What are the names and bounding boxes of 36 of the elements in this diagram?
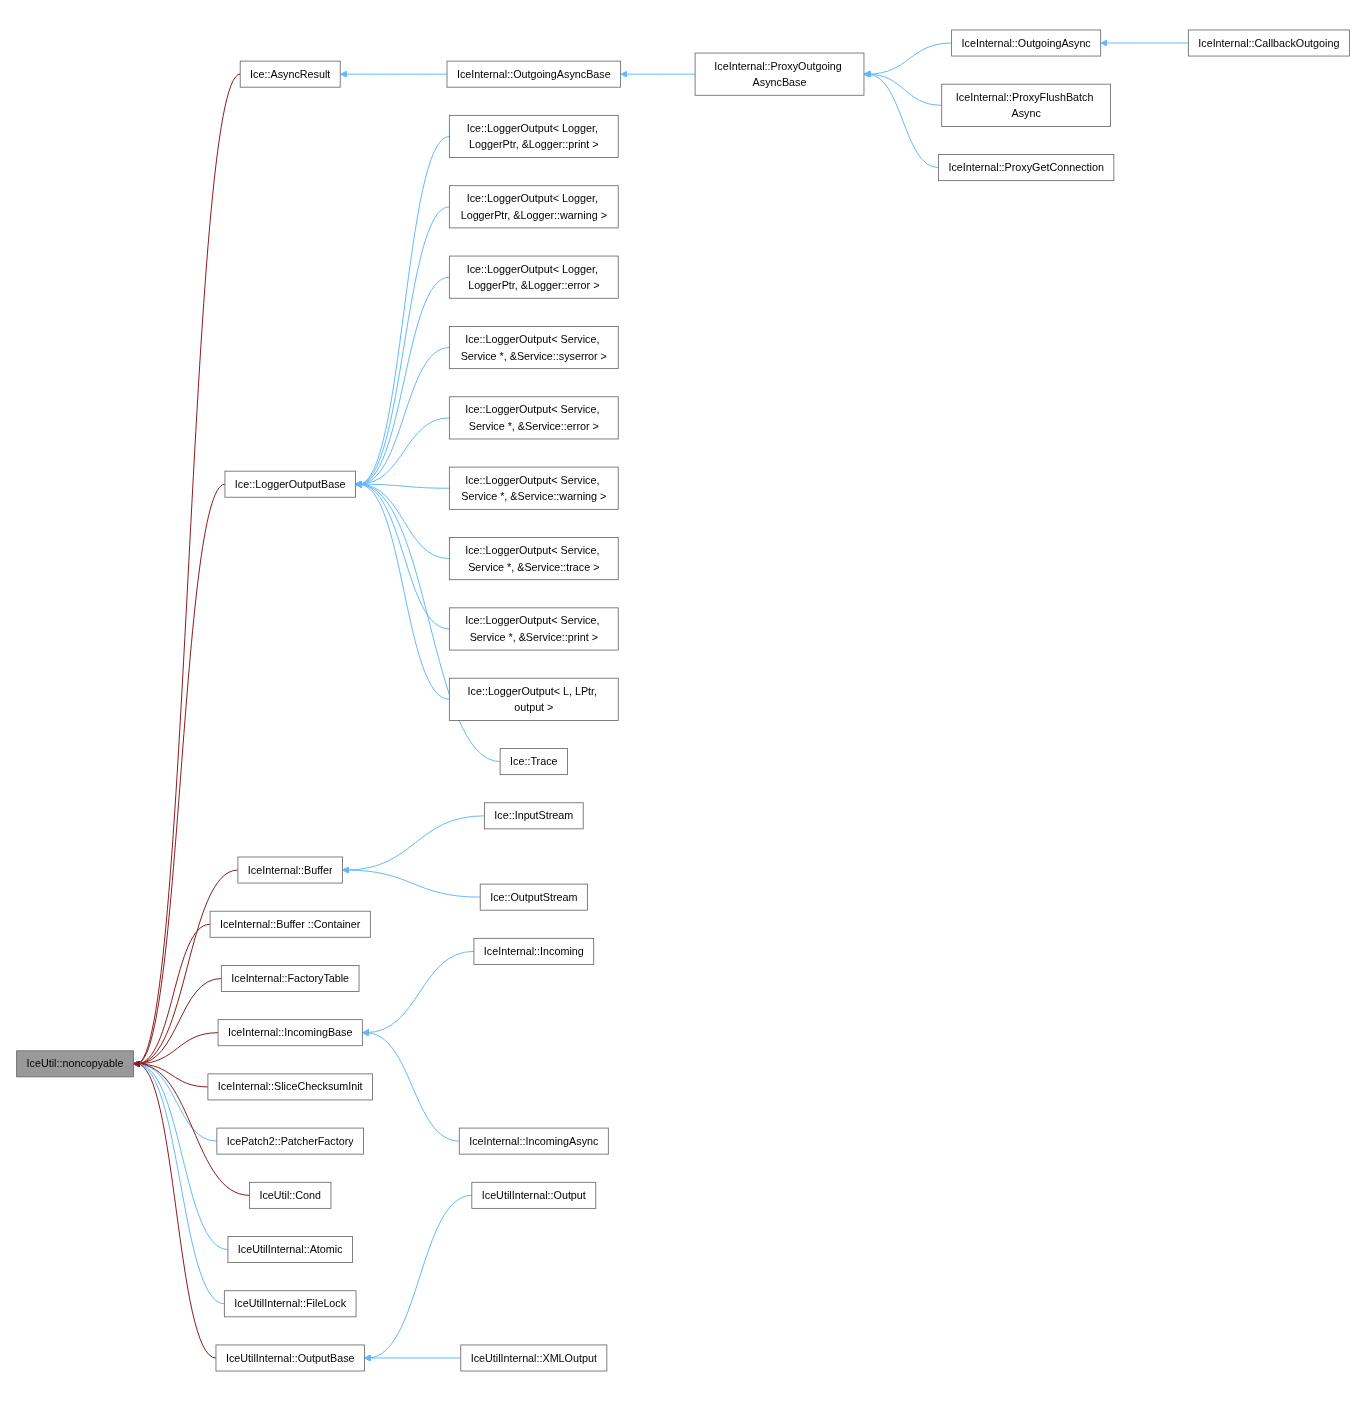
- node-box: [237, 856, 343, 884]
- node-box: [16, 1050, 134, 1078]
- node-box: [217, 1019, 363, 1047]
- node-box: [499, 748, 568, 776]
- node-box: [483, 802, 584, 830]
- node-box: [448, 326, 619, 370]
- node-box: [215, 1344, 365, 1372]
- node-box: [1187, 29, 1350, 57]
- class-inheritance-diagram: IceUtil::noncopyable Ice::AsyncResult IceInternal::OutgoingAsyncBase IceInternal::ProxyOutgoing AsyncBase IceInternal::OutgoingAsync IceInternal::CallbackOutgoing IceInternal::ProxyFlushBatch Async IceInternal::ProxyGetConnection Ice::LoggerOutputBase Ice::LoggerOutput< Logger, LoggerPtr, &Logger::print > Ice::LoggerOutput< Logger, LoggerPtr, &Logger::warning > Ice::LoggerOutput< Logger, LoggerPtr, &Logger::error > Ice::LoggerOutput< Service, Service *, &Service::syserror > Ice::LoggerOutput< Service, Service *, &Service::error > Ice::LoggerOutput< Service, Service *, &Service::warning > Ice::LoggerOutput< Service, Service *, &Service::trace > Ice::LoggerOutput< Service, Service *, &Service::print > Ice::LoggerOutput< L, LPtr, output > Ice::Trace IceInternal::Buffer Ice::InputStream Ice::OutputStream IceInternal::Buffer ::Container IceInternal::FactoryTable IceInternal::IncomingBase IceInternal::Incoming IceInternal::IncomingAsync IceInternal::SliceChecksumInit IcePatch2::PatcherFactory IceUtil::Cond IceUtilInternal::Atomic IceUtilInternal::FileLock IceUtilInternal::OutputBase IceUtilInternal::Output IceUtilInternal::XMLOutput: [10, 10, 1356, 1391]
- node-box: [448, 255, 619, 299]
- node-box: [448, 677, 619, 721]
- node-box: [941, 83, 1111, 127]
- node-box: [448, 185, 619, 229]
- node-box: [448, 466, 619, 510]
- node-box: [938, 154, 1115, 182]
- node-box: [460, 1344, 608, 1372]
- node-box: [223, 1290, 357, 1318]
- node-box: [694, 52, 865, 96]
- node-box: [448, 537, 619, 581]
- node-box: [446, 60, 621, 88]
- node-box: [951, 29, 1102, 57]
- node-box: [216, 1127, 364, 1155]
- node-box: [220, 965, 360, 992]
- node-box: [209, 910, 371, 938]
- node-box: [448, 114, 619, 158]
- node-box: [471, 1181, 597, 1209]
- node-box: [473, 937, 595, 965]
- node-box: [448, 607, 619, 651]
- node-box: [207, 1073, 373, 1101]
- node-box: [249, 1181, 332, 1209]
- node-box: [479, 883, 588, 911]
- node-box: [227, 1236, 353, 1263]
- node-box: [224, 470, 356, 498]
- node-box: [448, 396, 619, 440]
- node-box: [458, 1127, 609, 1155]
- node-box: [239, 60, 341, 88]
